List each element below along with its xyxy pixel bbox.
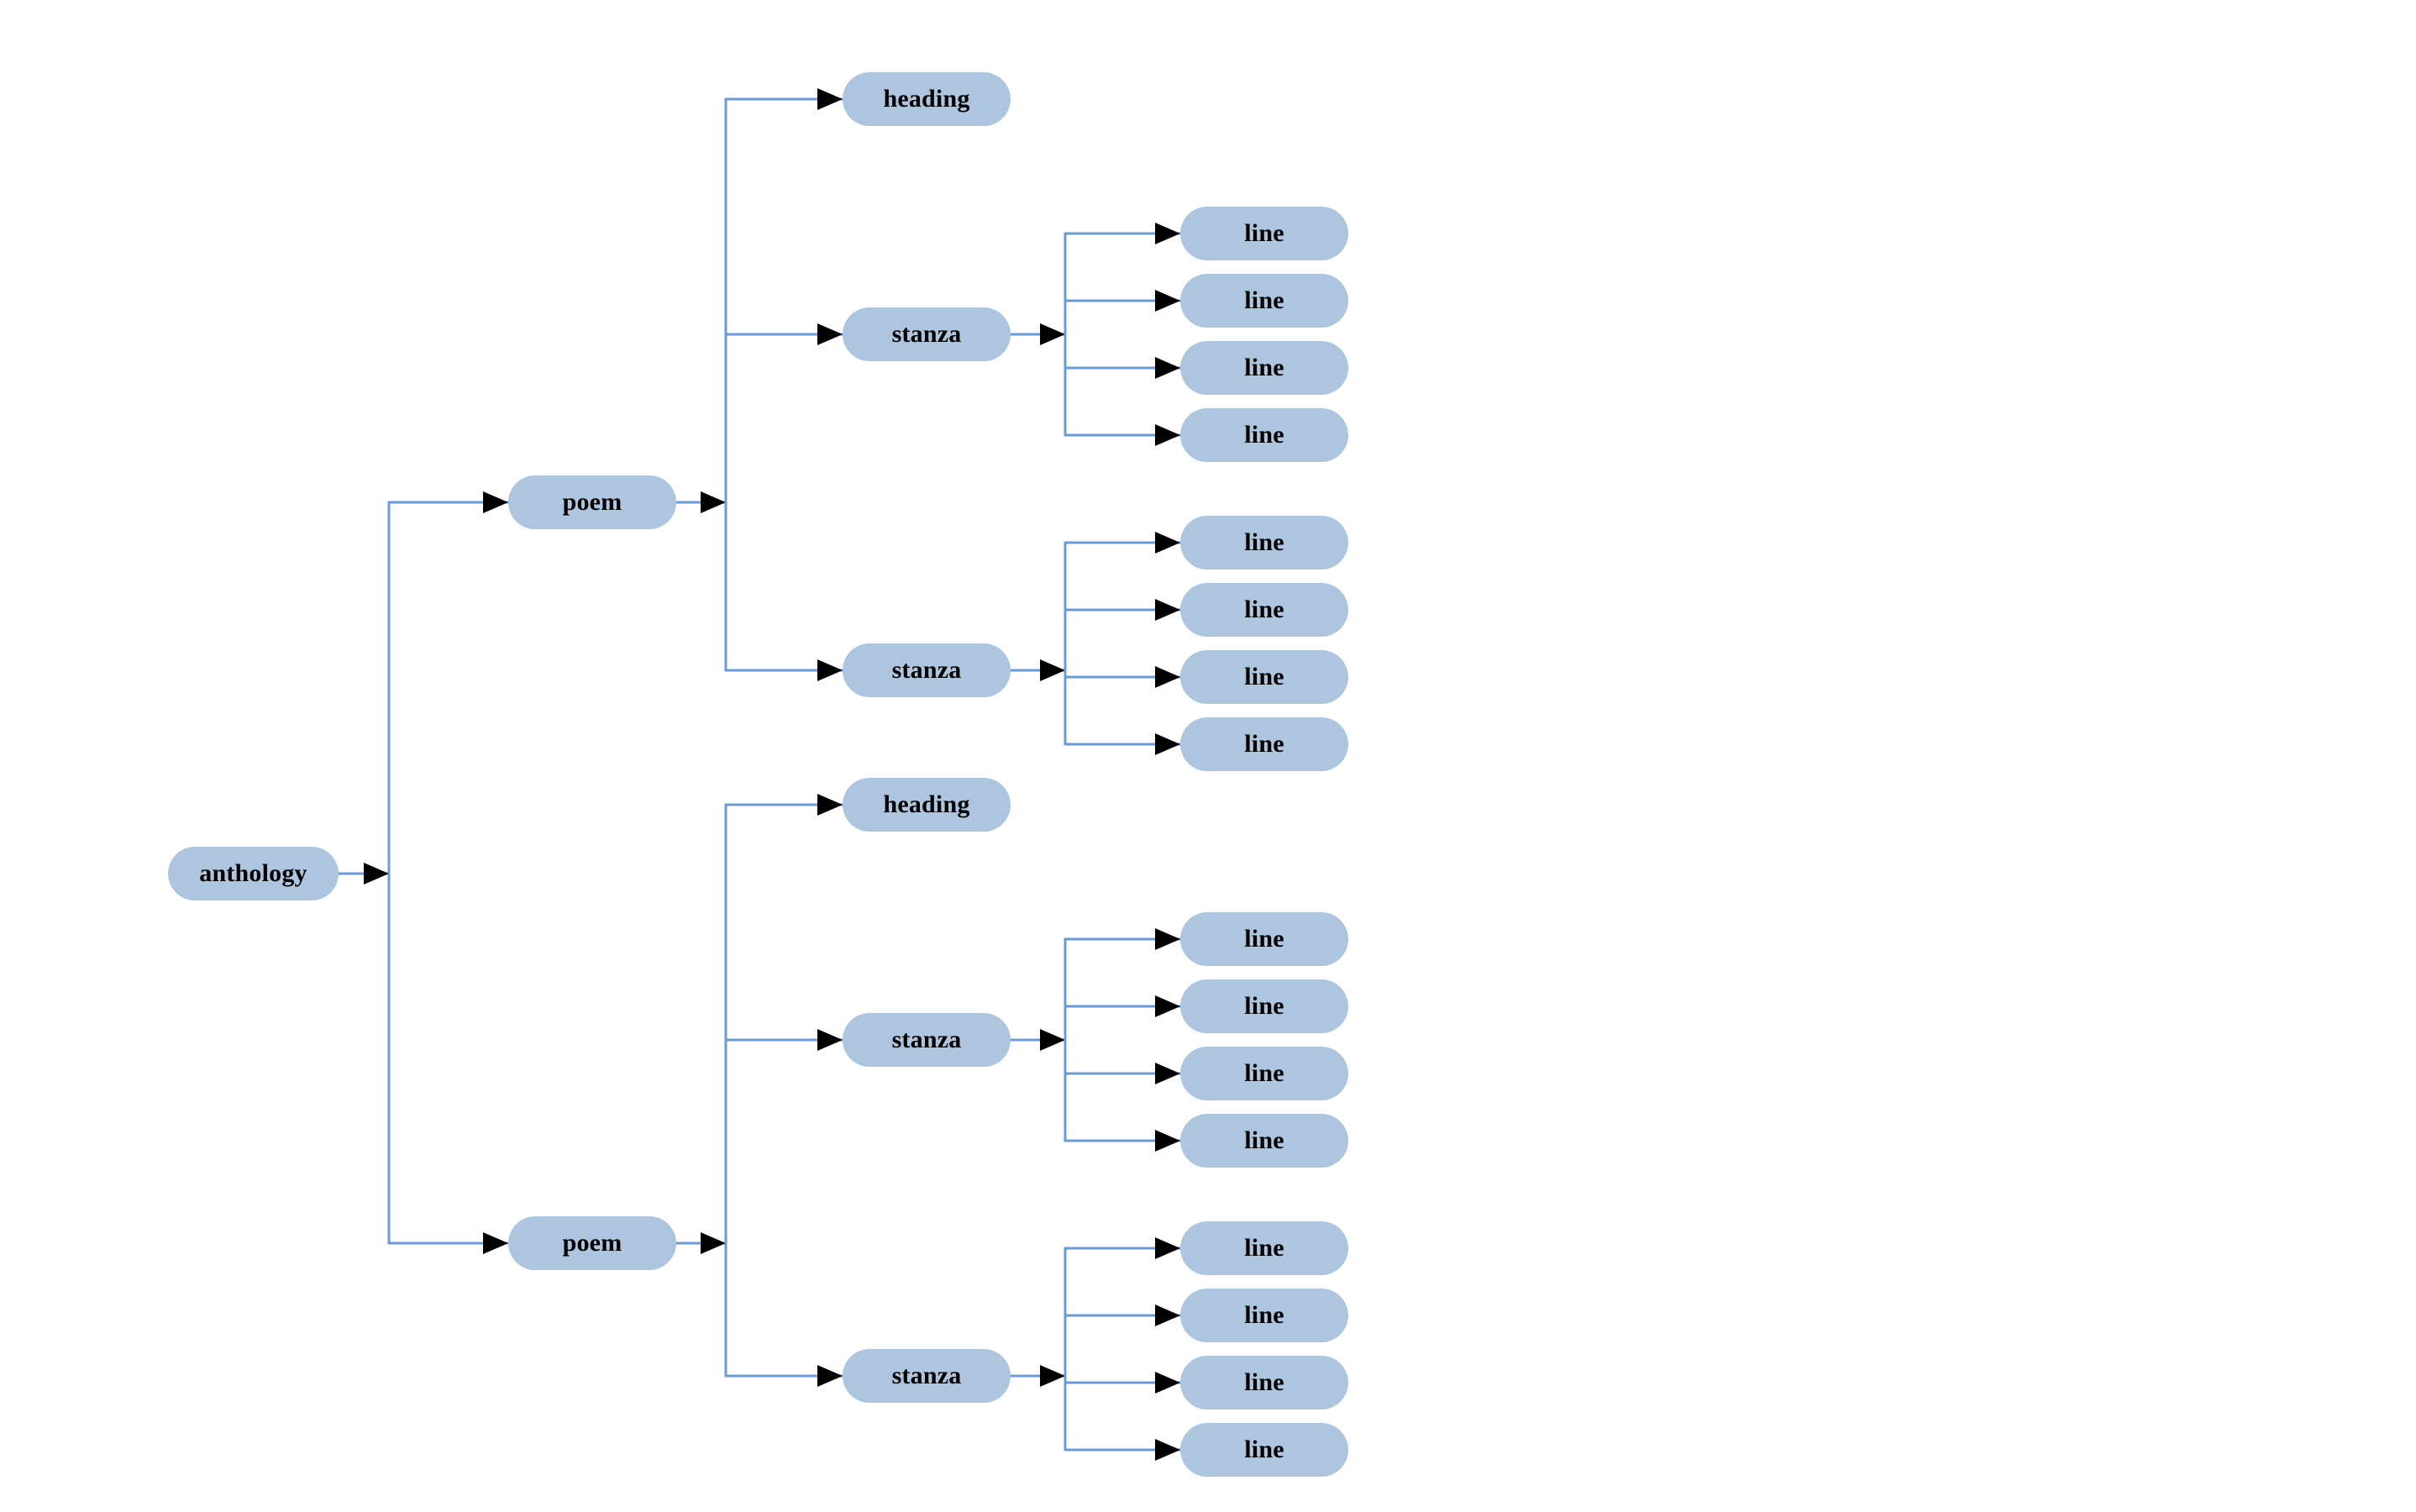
p2-stanza1-to-lines-arrowhead-icon-1 [1155,995,1180,1017]
p1-stanza1-to-lines-arrowhead-icon-3 [1155,424,1180,446]
node-label-p1-s2-l1: line [1244,528,1284,556]
p2-stanza2-to-lines-arrowhead-icon-2 [1155,1372,1180,1394]
anthology-to-poems-arrowhead-icon-1 [483,1232,508,1254]
node-label-p2-stanza2: stanza [891,1362,962,1389]
node-label-poem2: poem [562,1229,622,1257]
node-label-p2-s1-l1: line [1244,925,1284,953]
node-p1-s1-l1[interactable]: line [1180,207,1348,260]
edge-group-container [337,88,1182,1461]
p2-stanza1-to-lines-arrowhead-icon-2 [1155,1063,1180,1084]
node-label-poem1: poem [562,488,622,516]
node-label-p1-s2-l4: line [1244,730,1284,758]
p2-stanza1-to-lines-arrowhead-icon-0 [1155,928,1180,950]
node-label-p1-s1-l3: line [1244,354,1284,381]
node-p2-heading[interactable]: heading [843,778,1011,832]
node-p1-s1-l2[interactable]: line [1180,274,1348,328]
node-p2-s2-l2[interactable]: line [1180,1289,1348,1342]
p2-stanza2-to-lines-arrowhead-icon-3 [1155,1439,1180,1461]
node-label-p2-heading: heading [883,790,970,818]
node-poem2[interactable]: poem [508,1216,676,1270]
node-label-p2-s1-l4: line [1244,1126,1284,1154]
p1-stanza2-to-lines-arrowhead-icon-1 [1155,599,1180,621]
p2-stanza2-to-lines-arrowhead-icon-1 [1155,1305,1180,1326]
node-p1-s2-l2[interactable]: line [1180,583,1348,637]
node-label-p1-s2-l3: line [1244,663,1284,690]
node-label-p1-s1-l4: line [1244,421,1284,449]
node-p2-stanza1[interactable]: stanza [843,1013,1011,1067]
poem1-to-parts-arrowhead-icon-0 [817,88,843,110]
node-p2-s2-l3[interactable]: line [1180,1356,1348,1410]
p2-stanza1-to-lines-source-arrowhead-icon [1040,1029,1065,1051]
node-label-p2-s1-l3: line [1244,1059,1284,1087]
anthology-to-poems-source-arrowhead-icon [364,863,389,885]
p1-stanza2-to-lines-arrowhead-icon-0 [1155,532,1180,554]
node-anthology[interactable]: anthology [168,847,339,900]
node-label-p1-heading: heading [883,85,970,113]
node-label-anthology: anthology [199,859,307,887]
node-p2-s2-l1[interactable]: line [1180,1221,1348,1275]
p2-stanza2-to-lines-arrowhead-icon-0 [1155,1237,1180,1259]
p2-stanza1-to-lines-arrowhead-icon-3 [1155,1130,1180,1152]
node-label-p2-stanza1: stanza [891,1026,962,1053]
anthology-to-poems-arrowhead-icon-0 [483,491,508,513]
node-p1-s1-l4[interactable]: line [1180,408,1348,462]
poem1-to-parts-arrowhead-icon-1 [817,323,843,345]
poem2-to-parts-source-arrowhead-icon [701,1232,726,1254]
node-p1-stanza1[interactable]: stanza [843,307,1011,361]
poem2-to-parts-arrowhead-icon-0 [817,794,843,816]
node-p1-s2-l1[interactable]: line [1180,516,1348,570]
poem2-to-parts-arrowhead-icon-1 [817,1029,843,1051]
node-p1-s1-l3[interactable]: line [1180,341,1348,395]
node-p2-s1-l4[interactable]: line [1180,1114,1348,1168]
node-label-p2-s2-l1: line [1244,1234,1284,1262]
node-p2-s1-l1[interactable]: line [1180,912,1348,966]
poem1-to-parts-source-arrowhead-icon [701,491,726,513]
node-p2-s1-l2[interactable]: line [1180,979,1348,1033]
node-poem1[interactable]: poem [508,475,676,529]
node-label-p2-s2-l4: line [1244,1436,1284,1463]
node-label-p1-s2-l2: line [1244,596,1284,623]
p1-stanza1-to-lines-arrowhead-icon-2 [1155,357,1180,379]
node-label-p2-s2-l3: line [1244,1368,1284,1396]
p1-stanza1-to-lines-arrowhead-icon-1 [1155,290,1180,312]
node-label-p2-s1-l2: line [1244,992,1284,1020]
node-p1-s2-l3[interactable]: line [1180,650,1348,704]
node-p1-stanza2[interactable]: stanza [843,643,1011,697]
node-p2-s2-l4[interactable]: line [1180,1423,1348,1477]
node-p1-s2-l4[interactable]: line [1180,717,1348,771]
p1-stanza1-to-lines-source-arrowhead-icon [1040,323,1065,345]
poem2-to-parts-arrowhead-icon-2 [817,1365,843,1387]
node-label-p1-s1-l1: line [1244,219,1284,247]
node-label-p1-stanza1: stanza [891,320,962,348]
p1-stanza1-to-lines-arrowhead-icon-0 [1155,223,1180,244]
p1-stanza2-to-lines-source-arrowhead-icon [1040,659,1065,681]
node-p2-s1-l3[interactable]: line [1180,1047,1348,1100]
node-label-p1-stanza2: stanza [891,656,962,684]
poem1-to-parts-arrowhead-icon-2 [817,659,843,681]
node-label-p2-s2-l2: line [1244,1301,1284,1329]
node-p1-heading[interactable]: heading [843,72,1011,126]
node-label-p1-s1-l2: line [1244,286,1284,314]
p1-stanza2-to-lines-arrowhead-icon-3 [1155,733,1180,755]
p1-stanza2-to-lines-arrowhead-icon-2 [1155,666,1180,688]
p2-stanza2-to-lines-source-arrowhead-icon [1040,1365,1065,1387]
node-p2-stanza2[interactable]: stanza [843,1349,1011,1403]
